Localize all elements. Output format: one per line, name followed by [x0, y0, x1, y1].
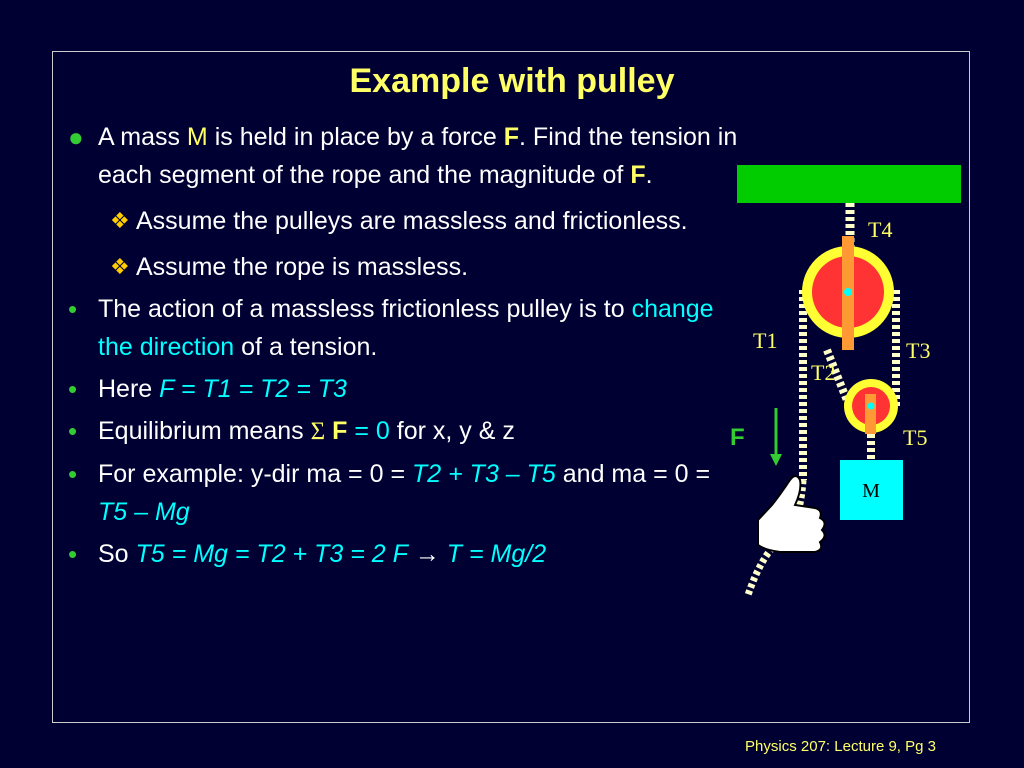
slide-footer: Physics 207: Lecture 9, Pg 3 — [745, 738, 936, 755]
bullet-dot-icon: • — [68, 294, 78, 324]
bullet-4-text-2: for x, y & z — [389, 417, 515, 445]
force-symbol: F — [503, 123, 520, 151]
force-arrow-head-icon — [770, 454, 782, 466]
bullet-5-text-2: and ma = 0 = — [555, 460, 711, 488]
bullet-3: • Here F = T1 = T2 = T3 — [62, 370, 742, 408]
bullet-1-text-3: . Find the tension in each segment of th… — [98, 123, 738, 189]
bullet-2-text-2: of a tension. — [234, 333, 378, 361]
equation-3: T5 – Mg — [98, 498, 190, 526]
t4-label: T4 — [868, 217, 892, 242]
bullet-2-text: The action of a massless frictionless pu… — [98, 295, 632, 323]
equation-5: T = Mg/2 — [446, 540, 547, 568]
hand-icon — [757, 475, 826, 553]
bullet-dot-icon: • — [68, 459, 78, 489]
bullet-6-text: So — [98, 540, 136, 568]
slide-content: ● A mass M is held in place by a force F… — [62, 118, 742, 573]
sub-bullet-2-text: Assume the rope is massless. — [136, 253, 469, 281]
t2-label: T2 — [811, 360, 835, 385]
bullet-1-text: A mass — [98, 123, 187, 151]
bullet-4: • Equilibrium means Σ F = 0 for x, y & z — [62, 412, 742, 451]
diamond-bullet-icon: ❖ — [110, 208, 130, 233]
ceiling-bar — [737, 165, 961, 203]
bullet-5-text: For example: y-dir ma = 0 = — [98, 460, 413, 488]
force-symbol-2: F — [630, 161, 646, 189]
bullet-1: ● A mass M is held in place by a force F… — [62, 118, 742, 194]
mass-label: M — [862, 480, 880, 502]
arrow-right-icon: → — [414, 540, 440, 568]
highlight-text: change the direction — [98, 295, 714, 361]
bullet-3-text: Here — [98, 375, 160, 403]
bottom-pulley-center — [867, 402, 875, 410]
pulley-diagram: M F T4 T1 T2 T3 T5 — [730, 165, 961, 597]
equation-zero: = 0 — [347, 417, 390, 445]
t1-label: T1 — [753, 328, 777, 353]
bullet-5: • For example: y-dir ma = 0 = T2 + T3 – … — [62, 455, 742, 531]
sub-bullet-2: ❖ Assume the rope is massless. — [62, 248, 742, 286]
t3-label: T3 — [906, 338, 930, 363]
bottom-pulley-axle — [865, 394, 876, 434]
force-label: F — [730, 424, 745, 451]
bullet-1-text-2: is held in place by a force — [207, 123, 504, 151]
bullet-dot-icon: • — [68, 416, 78, 446]
equation-4: T5 = Mg = T2 + T3 = 2 F — [135, 540, 408, 568]
bullet-4-text: Equilibrium means — [98, 417, 311, 445]
bullet-dot-icon: • — [68, 374, 78, 404]
mass-block — [840, 460, 903, 520]
sigma-symbol: Σ — [310, 418, 326, 445]
slide-title: Example with pulley — [349, 62, 675, 100]
mass-symbol: M — [186, 123, 208, 151]
equation-2: T2 + T3 – T5 — [412, 460, 556, 488]
bullet-6: • So T5 = Mg = T2 + T3 = 2 F → T = Mg/2 — [62, 535, 742, 573]
slide-frame — [52, 51, 970, 723]
force-symbol-3: F — [332, 417, 348, 445]
bullet-dot-icon: ● — [68, 122, 84, 152]
t5-label: T5 — [903, 425, 927, 450]
bullet-2: • The action of a massless frictionless … — [62, 290, 742, 366]
equation-1: F = T1 = T2 = T3 — [159, 375, 347, 403]
bullet-1-text-4: . — [645, 161, 653, 189]
top-pulley-center — [844, 288, 852, 296]
sub-bullet-1-text: Assume the pulleys are massless and fric… — [136, 207, 688, 235]
sub-bullet-1: ❖ Assume the pulleys are massless and fr… — [62, 202, 742, 240]
diamond-bullet-icon: ❖ — [110, 254, 130, 279]
bullet-dot-icon: • — [68, 539, 78, 569]
